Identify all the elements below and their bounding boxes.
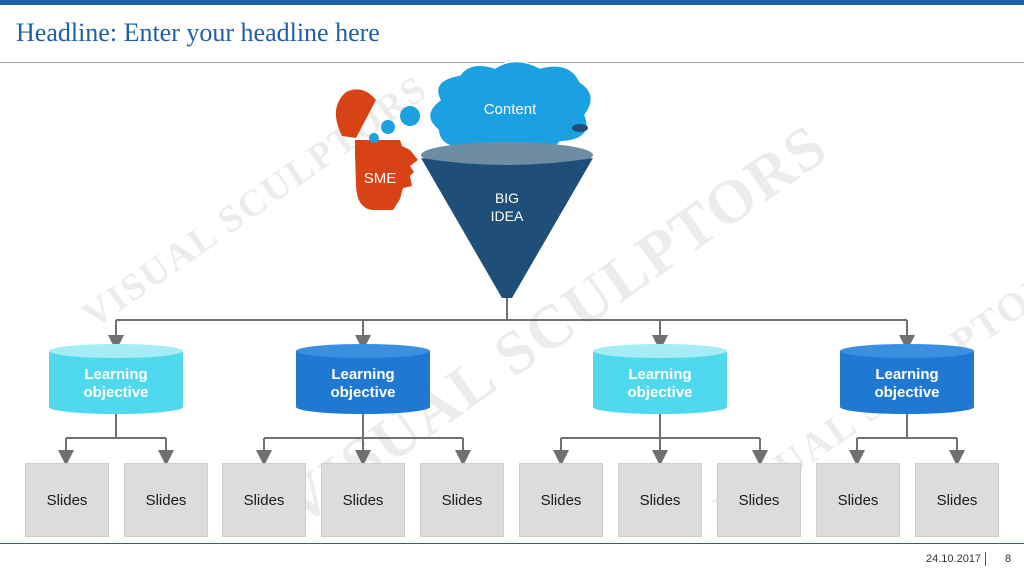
sme-label: SME bbox=[363, 170, 397, 187]
slide-box-2: Slides bbox=[124, 463, 208, 537]
slide-box-9: Slides bbox=[816, 463, 900, 537]
page-title: Headline: Enter your headline here bbox=[16, 18, 380, 47]
thought-bubble-medium-icon bbox=[381, 120, 395, 134]
funnel-body bbox=[421, 158, 593, 298]
page-number: 8 bbox=[1005, 553, 1012, 565]
objective-cylinder-4 bbox=[840, 344, 974, 414]
slide-box-3: Slides bbox=[222, 463, 306, 537]
footer-separator bbox=[985, 552, 986, 566]
objective-cylinder-1 bbox=[49, 344, 183, 414]
slide-box-1: Slides bbox=[25, 463, 109, 537]
objective-label-2: Learning objective bbox=[296, 366, 430, 402]
slide-box-6: Slides bbox=[519, 463, 603, 537]
objective-label-line2: objective bbox=[330, 384, 396, 401]
objective-label-line1: Learning bbox=[84, 366, 148, 383]
slide-box-4: Slides bbox=[321, 463, 405, 537]
slide-box-7: Slides bbox=[618, 463, 702, 537]
objective-cylinder-2 bbox=[296, 344, 430, 414]
objective-cylinder-3 bbox=[593, 344, 727, 414]
objective-label-1: Learning objective bbox=[49, 366, 183, 402]
big-idea-label-line1: BIG bbox=[494, 190, 520, 206]
objective-label-line1: Learning bbox=[875, 366, 939, 383]
slide-box-5: Slides bbox=[420, 463, 504, 537]
objective-label-4: Learning objective bbox=[840, 366, 974, 402]
objective-label-3: Learning objective bbox=[593, 366, 727, 402]
objective-label-line1: Learning bbox=[628, 366, 692, 383]
cloud-shadow-icon bbox=[572, 124, 588, 132]
slide-box-8: Slides bbox=[717, 463, 801, 537]
slide-box-10: Slides bbox=[915, 463, 999, 537]
big-idea-label-line2: IDEA bbox=[490, 208, 524, 224]
content-label: Content bbox=[483, 101, 537, 118]
sme-head-lid-icon bbox=[335, 89, 376, 138]
thought-bubble-large-icon bbox=[400, 106, 420, 126]
objective-label-line2: objective bbox=[874, 384, 940, 401]
sme-head-icon bbox=[355, 140, 418, 210]
top-accent-bar bbox=[0, 0, 1024, 5]
footer-date: 24.10.2017 bbox=[926, 553, 982, 565]
objective-label-line2: objective bbox=[83, 384, 149, 401]
funnel-rim bbox=[421, 142, 593, 168]
objective-label-line2: objective bbox=[627, 384, 693, 401]
objective-label-line1: Learning bbox=[331, 366, 395, 383]
footer-divider bbox=[0, 543, 1024, 544]
thought-bubble-small-icon bbox=[369, 133, 379, 143]
